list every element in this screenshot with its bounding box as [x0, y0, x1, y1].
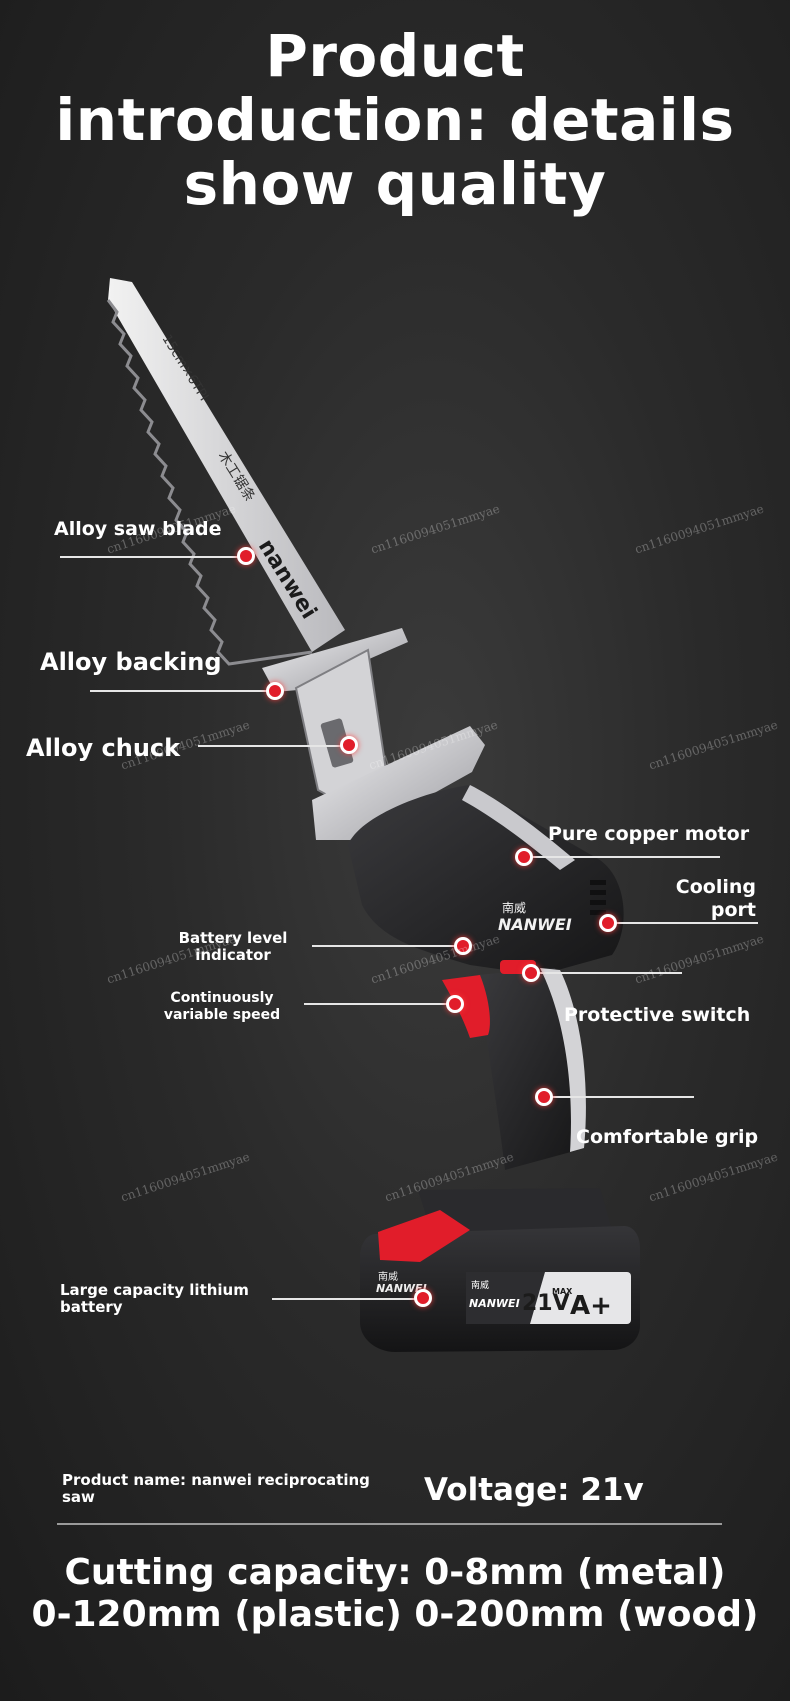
label-battery-level-indicator: Battery level indicator: [160, 930, 306, 964]
callout-line-cooling: [610, 922, 758, 924]
trigger: [442, 975, 490, 1038]
callout-line-motor: [525, 856, 720, 858]
handle-silver-strip: [540, 968, 586, 1152]
battery-logo-en: NANWEI: [376, 1282, 427, 1295]
body-logo-cn: 南威: [502, 900, 526, 915]
callout-dot-grip: [535, 1088, 553, 1106]
battery-logo-cn: 南威: [378, 1270, 398, 1283]
label-cooling-line-2: port: [710, 899, 756, 921]
callout-dot-lithium: [414, 1289, 432, 1307]
blade-teeth: [106, 299, 313, 666]
label-battery-indicator-line-2: indicator: [195, 946, 271, 964]
callout-dot-cooling: [599, 914, 617, 932]
label-alloy-backing: Alloy backing: [40, 648, 222, 676]
label-cooling-line-1: Cooling: [675, 876, 756, 898]
spec-product-name-line-1: Product name: nanwei reciprocating: [62, 1471, 370, 1489]
label-variable-speed: Continuously variable speed: [150, 990, 294, 1024]
chuck-mechanism: [320, 718, 354, 768]
callout-line-backing: [90, 690, 276, 692]
front-shoe: [312, 726, 485, 840]
callout-line-speed: [304, 1003, 452, 1005]
body-logo-en: NANWEI: [498, 915, 572, 934]
motor-housing: [348, 785, 624, 975]
label-cooling-port: Cooling port: [640, 876, 756, 922]
callout-line-switch: [536, 972, 682, 974]
callout-line-blade: [60, 556, 246, 558]
callout-dot-motor: [515, 848, 533, 866]
spec-product-name-line-2: saw: [62, 1488, 95, 1506]
label-lithium-line-2: battery: [60, 1298, 123, 1316]
label-pure-copper-motor: Pure copper motor: [548, 823, 750, 845]
label-speed-line-1: Continuously: [170, 990, 274, 1006]
battery-badge-en: NANWEI: [469, 1297, 520, 1310]
battery-voltage-mark: 21V: [522, 1291, 570, 1316]
title-line-1: Product: [265, 22, 525, 90]
callout-dot-blade: [237, 547, 255, 565]
callout-line-chuck: [198, 745, 350, 747]
battery-pack: [360, 1188, 640, 1352]
saw-blade: [106, 278, 345, 666]
label-alloy-saw-blade: Alloy saw blade: [54, 518, 222, 540]
label-battery-indicator-line-1: Battery level: [178, 929, 288, 947]
spec-cutting-capacity: Cutting capacity: 0-8mm (metal) 0-120mm …: [0, 1552, 790, 1636]
label-alloy-chuck: Alloy chuck: [26, 734, 181, 762]
battery-max-mark: MAX: [552, 1287, 573, 1296]
title-line-2: introduction: details: [55, 86, 735, 154]
spec-product-name: Product name: nanwei reciprocating saw: [62, 1472, 370, 1506]
battery-badge-cn: 南威: [471, 1279, 489, 1291]
spec-cutting-line-2: 0-120mm (plastic) 0-200mm (wood): [31, 1594, 759, 1635]
callout-line-grip: [548, 1096, 694, 1098]
label-protective-switch: Protective switch: [564, 1004, 751, 1026]
callout-dot-backing: [266, 682, 284, 700]
callout-dot-chuck: [340, 736, 358, 754]
battery-grade-mark: A+: [570, 1291, 612, 1321]
label-speed-line-2: variable speed: [163, 1007, 281, 1023]
alloy-backing-plate: [262, 628, 408, 692]
spec-cutting-line-1: Cutting capacity: 0-8mm (metal): [64, 1552, 726, 1593]
handle-grip: [478, 968, 581, 1170]
callout-dot-switch: [522, 964, 540, 982]
title-line-3: show quality: [183, 150, 607, 218]
label-comfortable-grip: Comfortable grip: [576, 1126, 759, 1148]
callout-line-lithium: [272, 1298, 422, 1300]
cooling-vents: [590, 880, 606, 915]
callout-dot-speed: [446, 995, 464, 1013]
label-lithium-line-1: Large capacity lithium: [60, 1281, 249, 1299]
page-title: Product introduction: details show quali…: [0, 24, 790, 216]
callout-line-battery-indicator: [312, 945, 462, 947]
body-silver-stripe: [462, 785, 575, 870]
callout-dot-battery-indicator: [454, 937, 472, 955]
label-lithium-battery: Large capacity lithium battery: [60, 1282, 249, 1316]
spec-voltage: Voltage: 21v: [424, 1472, 644, 1508]
spec-divider: [57, 1523, 722, 1525]
